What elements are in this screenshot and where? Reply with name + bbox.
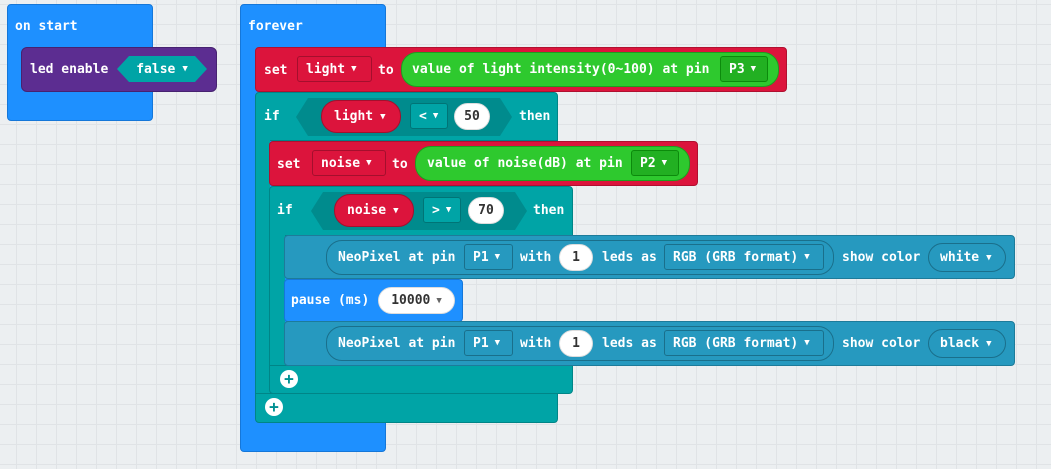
to-keyword: to: [378, 63, 394, 78]
set-keyword: set: [264, 63, 288, 78]
light-threshold-input[interactable]: 50: [454, 103, 490, 130]
chevron-down-icon: ▼: [986, 338, 992, 349]
leds-as-keyword: leds as: [602, 250, 657, 265]
led-enable-value: false: [136, 61, 176, 77]
pause-duration-dropdown[interactable]: 10000 ▼: [378, 287, 455, 314]
chevron-down-icon: ▼: [393, 205, 399, 216]
noise-pin-value: P2: [640, 155, 656, 171]
color-value: black: [940, 336, 980, 351]
pause-label: pause (ms): [291, 293, 370, 308]
chevron-down-icon: ▼: [494, 337, 501, 348]
light-intensity-reporter[interactable]: value of light intensity(0~100) at pin: [401, 52, 779, 87]
neopixel-pin-dropdown[interactable]: P1 ▼: [464, 244, 513, 270]
color-value: white: [940, 250, 980, 265]
noise-reporter-var: noise: [347, 203, 387, 218]
light-variable-value: light: [306, 61, 346, 77]
with-keyword: with: [520, 336, 552, 351]
neopixel-pin-dropdown[interactable]: P1 ▼: [464, 330, 513, 356]
if-light-spine: [255, 140, 270, 394]
chevron-down-icon: ▼: [445, 204, 452, 215]
chevron-down-icon: ▼: [351, 63, 357, 74]
greater-than-operator[interactable]: > ▼: [423, 197, 461, 223]
color-format-value: RGB (GRB format): [673, 249, 799, 265]
forever-label: forever: [248, 19, 303, 34]
chevron-down-icon: ▼: [804, 337, 810, 348]
if-noise-spine: [269, 235, 285, 366]
show-color-keyword: show color: [842, 336, 921, 351]
led-count-value: 1: [572, 250, 580, 265]
operator-value: <: [419, 108, 427, 124]
if-keyword: if: [264, 109, 280, 124]
on-start-label: on start: [15, 19, 78, 34]
chevron-down-icon: ▼: [804, 251, 810, 262]
add-icon[interactable]: +: [265, 398, 283, 416]
to-keyword: to: [392, 157, 408, 172]
neopixel-pin-value: P1: [473, 335, 489, 351]
chevron-down-icon: ▼: [366, 157, 372, 168]
if-light-footer: [255, 393, 558, 423]
if-keyword: if: [277, 203, 293, 218]
if-noise-footer: [269, 365, 573, 394]
noise-threshold-value: 70: [478, 203, 494, 218]
light-variable-reporter[interactable]: light ▼: [321, 100, 401, 133]
chevron-down-icon: ▼: [494, 251, 501, 262]
set-keyword: set: [277, 157, 301, 172]
noise-variable-dropdown[interactable]: noise ▼: [312, 150, 386, 176]
color-format-dropdown[interactable]: RGB (GRB format) ▼: [664, 330, 824, 356]
noise-reporter-label: value of noise(dB) at pin: [427, 156, 623, 171]
neopixel-pin-value: P1: [473, 249, 489, 265]
leds-as-keyword: leds as: [602, 336, 657, 351]
led-count-value: 1: [572, 336, 580, 351]
then-keyword: then: [533, 203, 565, 218]
led-count-input[interactable]: 1: [559, 244, 593, 271]
light-pin-value: P3: [729, 61, 745, 77]
noise-pin-dropdown[interactable]: P2 ▼: [631, 150, 679, 176]
color-format-value: RGB (GRB format): [673, 335, 799, 351]
chevron-down-icon: ▼: [436, 295, 442, 306]
less-than-operator[interactable]: < ▼: [410, 103, 448, 129]
led-enable-label: led enable: [30, 62, 109, 77]
color-white-dropdown[interactable]: white ▼: [928, 243, 1006, 272]
noise-variable-value: noise: [321, 155, 361, 171]
light-threshold-value: 50: [464, 109, 480, 124]
chevron-down-icon: ▼: [432, 110, 439, 121]
color-format-dropdown[interactable]: RGB (GRB format) ▼: [664, 244, 824, 270]
with-keyword: with: [520, 250, 552, 265]
chevron-down-icon: ▼: [182, 64, 188, 74]
noise-threshold-input[interactable]: 70: [468, 197, 504, 224]
chevron-down-icon: ▼: [986, 252, 992, 263]
light-reporter-label: light: [334, 109, 374, 124]
light-variable-dropdown[interactable]: light ▼: [297, 56, 372, 82]
chevron-down-icon: ▼: [750, 63, 757, 74]
neopixel-label: NeoPixel at pin: [338, 250, 456, 265]
light-pin-dropdown[interactable]: P3 ▼: [720, 56, 768, 82]
show-color-keyword: show color: [842, 250, 921, 265]
led-enable-dropdown[interactable]: false ▼: [117, 56, 207, 82]
color-black-dropdown[interactable]: black ▼: [928, 329, 1006, 358]
then-keyword: then: [519, 109, 551, 124]
chevron-down-icon: ▼: [661, 157, 668, 168]
neopixel-label: NeoPixel at pin: [338, 336, 456, 351]
noise-variable-reporter[interactable]: noise ▼: [334, 194, 414, 227]
led-count-input[interactable]: 1: [559, 330, 593, 357]
light-intensity-label: value of light intensity(0~100) at pin: [412, 62, 710, 77]
operator-value: >: [432, 202, 440, 218]
chevron-down-icon: ▼: [380, 111, 386, 122]
pause-duration-value: 10000: [391, 293, 431, 308]
add-icon[interactable]: +: [280, 370, 298, 388]
